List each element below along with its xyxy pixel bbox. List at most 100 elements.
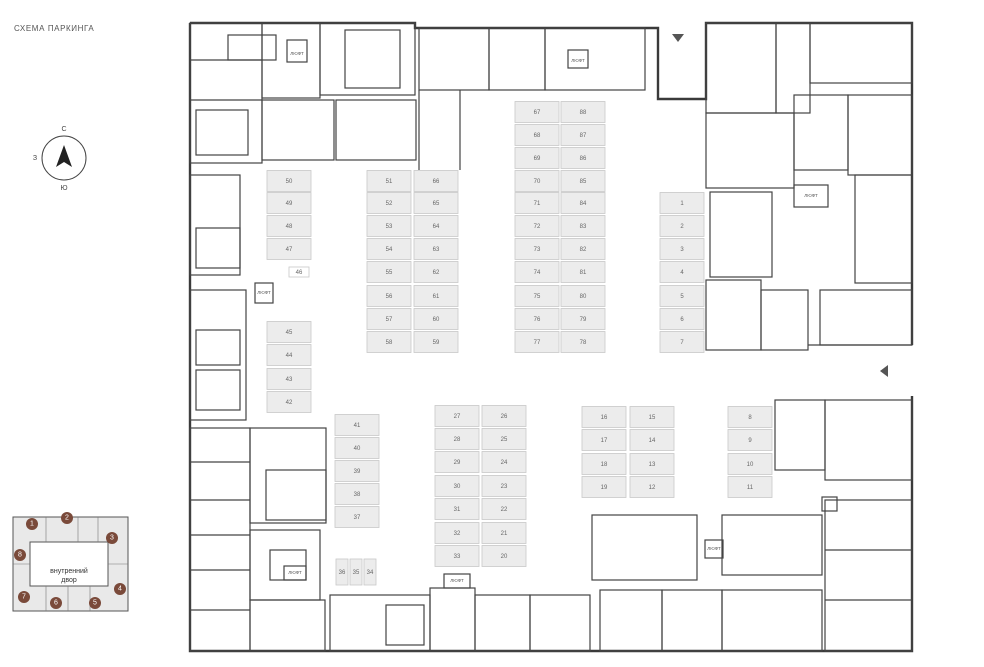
parking-space[interactable]: 63 [413, 238, 459, 260]
entrance-marker[interactable] [50, 597, 62, 609]
parking-space[interactable]: 58 [366, 331, 412, 353]
parking-space[interactable]: 50 [266, 170, 312, 192]
parking-space[interactable]: 55 [366, 261, 412, 283]
parking-space[interactable]: 34 [363, 558, 377, 586]
entrance-marker[interactable] [114, 583, 126, 595]
parking-space[interactable]: 83 [560, 215, 606, 237]
parking-space[interactable]: 71 [514, 192, 560, 214]
parking-space[interactable]: 43 [266, 368, 312, 390]
parking-space[interactable]: 28 [434, 428, 480, 450]
entrance-marker[interactable] [14, 549, 26, 561]
parking-space[interactable]: 87 [560, 124, 606, 146]
parking-space[interactable]: 33 [434, 545, 480, 567]
parking-space[interactable]: 78 [560, 331, 606, 353]
parking-space[interactable]: 24 [481, 451, 527, 473]
parking-space[interactable]: 77 [514, 331, 560, 353]
parking-space[interactable]: 51 [366, 170, 412, 192]
parking-space[interactable]: 32 [434, 522, 480, 544]
entrance-marker[interactable] [106, 532, 118, 544]
parking-space[interactable]: 57 [366, 308, 412, 330]
parking-space[interactable]: 70 [514, 170, 560, 192]
parking-space[interactable]: 85 [560, 170, 606, 192]
lift-labels: ЛЮФТ ЛЮФТ ЛЮФТ ЛЮФТ ЛЮФТ ЛЮФТ ЛЮФТ [257, 51, 818, 583]
parking-space[interactable]: 36 [335, 558, 349, 586]
parking-space[interactable]: 64 [413, 215, 459, 237]
parking-space[interactable]: 52 [366, 192, 412, 214]
parking-space[interactable]: 13 [629, 453, 675, 475]
parking-space[interactable]: 60 [413, 308, 459, 330]
parking-space[interactable]: 62 [413, 261, 459, 283]
parking-space[interactable]: 21 [481, 522, 527, 544]
parking-space-number: 16 [601, 415, 608, 421]
parking-space[interactable]: 53 [366, 215, 412, 237]
parking-space[interactable]: 35 [349, 558, 363, 586]
parking-space-number: 75 [534, 294, 541, 300]
parking-space[interactable]: 39 [334, 460, 380, 482]
parking-space[interactable]: 45 [266, 321, 312, 343]
parking-space[interactable]: 59 [413, 331, 459, 353]
parking-space[interactable]: 1 [659, 192, 705, 214]
parking-space[interactable]: 69 [514, 147, 560, 169]
entrance-marker[interactable] [61, 512, 73, 524]
parking-space[interactable]: 10 [727, 453, 773, 475]
parking-space[interactable]: 61 [413, 285, 459, 307]
parking-space[interactable]: 3 [659, 238, 705, 260]
parking-space[interactable]: 81 [560, 261, 606, 283]
overview-walls [13, 517, 128, 611]
parking-space[interactable]: 86 [560, 147, 606, 169]
parking-space[interactable]: 40 [334, 437, 380, 459]
parking-space[interactable]: 5 [659, 285, 705, 307]
parking-space[interactable]: 27 [434, 405, 480, 427]
parking-space[interactable]: 44 [266, 344, 312, 366]
parking-space[interactable]: 15 [629, 406, 675, 428]
parking-space[interactable]: 18 [581, 453, 627, 475]
parking-space[interactable]: 74 [514, 261, 560, 283]
parking-space[interactable]: 68 [514, 124, 560, 146]
parking-space[interactable]: 79 [560, 308, 606, 330]
parking-space[interactable]: 48 [266, 215, 312, 237]
parking-space[interactable]: 80 [560, 285, 606, 307]
parking-space[interactable]: 75 [514, 285, 560, 307]
parking-space[interactable]: 46 [288, 266, 310, 278]
parking-space[interactable]: 54 [366, 238, 412, 260]
parking-space[interactable]: 82 [560, 238, 606, 260]
parking-space[interactable]: 67 [514, 101, 560, 123]
parking-space[interactable]: 6 [659, 308, 705, 330]
parking-space[interactable]: 66 [413, 170, 459, 192]
parking-space[interactable]: 30 [434, 475, 480, 497]
parking-space[interactable]: 37 [334, 506, 380, 528]
entrance-marker[interactable] [26, 518, 38, 530]
parking-space[interactable]: 38 [334, 483, 380, 505]
parking-space[interactable]: 84 [560, 192, 606, 214]
parking-space[interactable]: 42 [266, 391, 312, 413]
parking-space[interactable]: 41 [334, 414, 380, 436]
parking-space[interactable]: 73 [514, 238, 560, 260]
entrance-marker[interactable] [89, 597, 101, 609]
parking-space[interactable]: 72 [514, 215, 560, 237]
parking-space[interactable]: 56 [366, 285, 412, 307]
parking-space[interactable]: 11 [727, 476, 773, 498]
parking-space[interactable]: 9 [727, 429, 773, 451]
parking-space[interactable]: 17 [581, 429, 627, 451]
parking-space[interactable]: 22 [481, 498, 527, 520]
parking-space[interactable]: 31 [434, 498, 480, 520]
parking-space[interactable]: 19 [581, 476, 627, 498]
parking-space[interactable]: 88 [560, 101, 606, 123]
parking-space[interactable]: 76 [514, 308, 560, 330]
parking-space[interactable]: 49 [266, 192, 312, 214]
parking-space[interactable]: 8 [727, 406, 773, 428]
entrance-marker[interactable] [18, 591, 30, 603]
parking-space[interactable]: 25 [481, 428, 527, 450]
parking-space[interactable]: 14 [629, 429, 675, 451]
parking-space[interactable]: 2 [659, 215, 705, 237]
parking-space[interactable]: 23 [481, 475, 527, 497]
parking-space[interactable]: 4 [659, 261, 705, 283]
parking-space[interactable]: 7 [659, 331, 705, 353]
parking-space[interactable]: 29 [434, 451, 480, 473]
parking-space[interactable]: 16 [581, 406, 627, 428]
parking-space[interactable]: 65 [413, 192, 459, 214]
parking-space[interactable]: 26 [481, 405, 527, 427]
parking-space[interactable]: 20 [481, 545, 527, 567]
parking-space[interactable]: 12 [629, 476, 675, 498]
parking-space[interactable]: 47 [266, 238, 312, 260]
